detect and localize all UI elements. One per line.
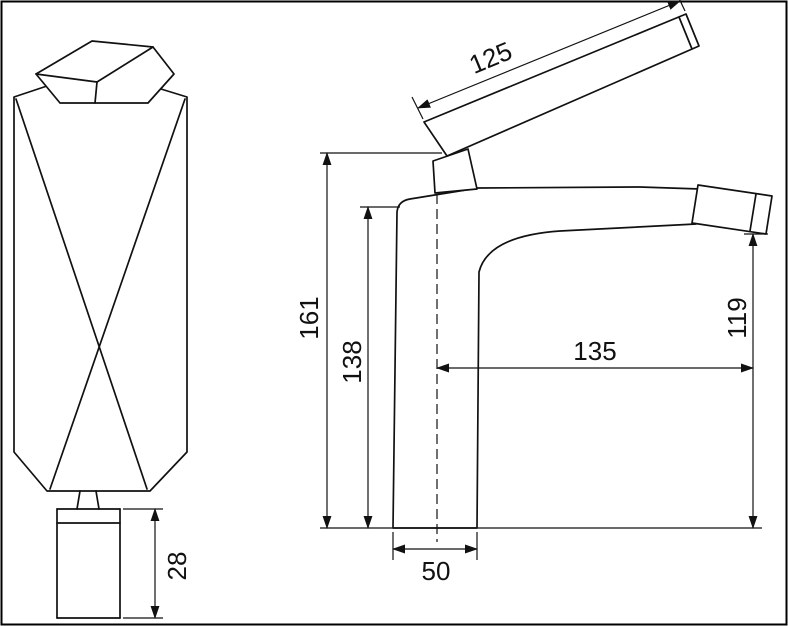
lever-handle-side bbox=[423, 13, 700, 157]
dim-label-135: 135 bbox=[573, 336, 616, 366]
body-facet-line bbox=[15, 98, 148, 490]
faucet-body-front bbox=[13, 84, 188, 492]
dimension-spout-height: 119 bbox=[722, 232, 768, 530]
extension-line bbox=[679, 0, 686, 12]
knob-facet-line bbox=[94, 81, 98, 104]
dimension-total-height: 161 bbox=[294, 151, 442, 530]
handle-knob-front bbox=[35, 40, 175, 104]
aerator-tip bbox=[691, 184, 773, 235]
knob-facet-line bbox=[35, 73, 98, 83]
faucet-body-side bbox=[392, 186, 701, 529]
dimension-inlet-height: 28 bbox=[123, 507, 192, 620]
dimension-line bbox=[417, 0, 681, 109]
dimension-body-height: 138 bbox=[337, 205, 400, 530]
inlet-neck-line bbox=[76, 490, 81, 510]
inlet-neck-line bbox=[95, 490, 100, 510]
dimension-base-width: 50 bbox=[391, 532, 479, 586]
cartridge-pivot bbox=[432, 148, 478, 194]
inlet-cylinder bbox=[56, 508, 121, 619]
dim-label-161: 161 bbox=[294, 296, 324, 339]
dim-label-125: 125 bbox=[465, 36, 517, 80]
side-view bbox=[392, 13, 773, 542]
aerator-ring-line bbox=[749, 193, 757, 232]
body-facet-line bbox=[49, 98, 186, 490]
extension-line bbox=[411, 96, 424, 120]
dimension-reach: 135 bbox=[435, 336, 755, 373]
front-view bbox=[13, 40, 188, 619]
lever-tip-cap-line bbox=[678, 16, 693, 50]
knob-facet-line bbox=[96, 46, 154, 83]
dim-label-50: 50 bbox=[422, 556, 451, 586]
dim-label-138: 138 bbox=[337, 340, 367, 383]
dim-label-119: 119 bbox=[722, 297, 752, 338]
dim-label-28: 28 bbox=[162, 552, 192, 581]
